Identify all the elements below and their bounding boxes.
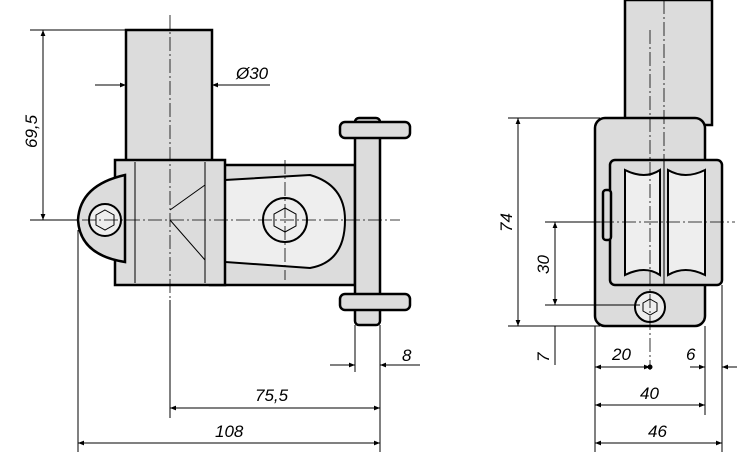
dim-width-6: 6 (686, 345, 696, 364)
dim-height-left: 69,5 (22, 114, 41, 148)
dim-width-40: 40 (640, 384, 659, 403)
side-screw-head (601, 188, 613, 242)
housing-lines (134, 162, 206, 283)
dim-total-length: 108 (215, 422, 244, 441)
dim-total-width: 46 (648, 422, 667, 441)
clamp-jaw-left (624, 168, 661, 277)
side-view (593, 0, 735, 370)
flange-plate (353, 116, 382, 327)
side-tube (623, 0, 714, 127)
hex-socket-icon (95, 209, 115, 231)
bottom-bolt (338, 292, 412, 312)
clamp-jaw-right (667, 168, 706, 277)
dim-tube-to-flange: 75,5 (255, 386, 289, 405)
dim-flange-thickness: 8 (402, 346, 412, 365)
dim-width-20: 20 (611, 345, 631, 364)
front-dimensions: Ø30 69,5 8 75,5 108 (22, 29, 420, 452)
tube (124, 28, 214, 167)
dim-axis-offset: 30 (534, 255, 553, 274)
front-view (60, 15, 412, 327)
dim-bottom-offset: 7 (534, 352, 553, 362)
top-bolt (338, 120, 412, 140)
hex-socket-icon (642, 298, 658, 316)
side-dimensions: 74 30 7 20 6 40 46 (497, 117, 737, 452)
dim-height-right: 74 (497, 213, 516, 232)
dim-diameter: Ø30 (235, 64, 269, 83)
